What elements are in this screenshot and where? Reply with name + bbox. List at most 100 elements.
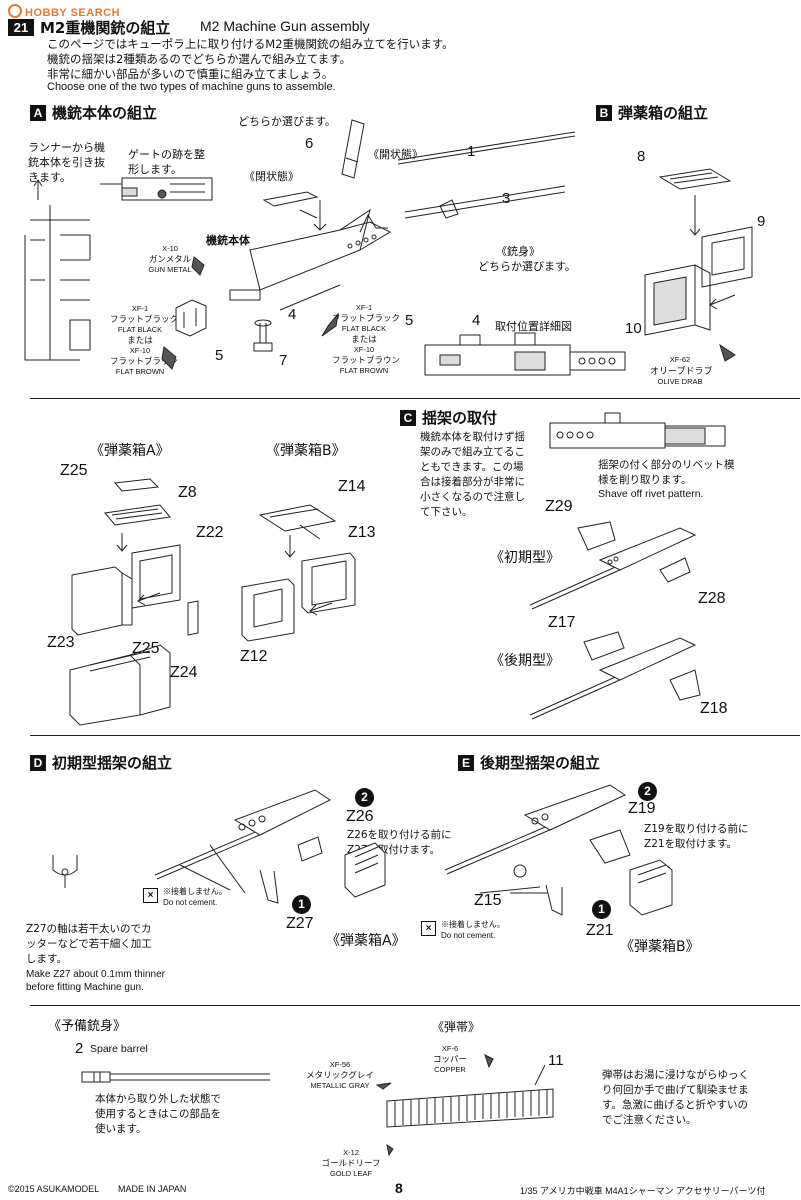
gun-top-view-drawing xyxy=(549,412,726,449)
part-11: 11 xyxy=(548,1052,564,1069)
paint-x10-brush-icon xyxy=(191,256,205,276)
choose-note: どちらか選びます。 xyxy=(238,115,336,128)
part-7-drawing xyxy=(253,319,273,352)
part-z22: Z22 xyxy=(196,524,224,541)
paint-xf1-right-callout: XF-1 フラットブラック FLAT BLACK または XF-10 フラットブ… xyxy=(332,303,401,375)
part-z13: Z13 xyxy=(348,524,376,541)
part-z19: Z19 xyxy=(628,800,656,817)
section-e-letter: E xyxy=(458,754,474,771)
runner-note: ランナーから機銃本体を引き抜きます。 xyxy=(28,141,105,184)
gun-body-label: 機銃本体 xyxy=(206,234,250,247)
paint-x12-callout: X-12 ゴールドリーフ GOLD LEAF xyxy=(321,1148,381,1178)
part-z29: Z29 xyxy=(545,498,573,515)
part-9: 9 xyxy=(757,213,766,230)
part-z15: Z15 xyxy=(474,892,502,909)
section-c-note: 機銃本体を取付けず揺架のみで組み立てることもできます。この場合は接着部分が非常に… xyxy=(420,431,525,518)
part-z25-b: Z25 xyxy=(132,640,160,657)
machine-gun-body-drawing xyxy=(229,131,576,311)
section-e-header: E 後期型揺架の組立 xyxy=(458,752,600,773)
no-cement-en-d: Do not cement. xyxy=(163,898,218,907)
spare-barrel-en: Spare barrel xyxy=(90,1043,148,1055)
section-d-header: D 初期型揺架の組立 xyxy=(30,752,172,773)
divider-3 xyxy=(30,1005,800,1006)
page-number: 8 xyxy=(395,1180,403,1196)
intro-line-2: 機銃の揺架は2種類あるのでどちらか選んで組み立てます。 xyxy=(47,52,352,66)
part-z8: Z8 xyxy=(178,484,197,501)
early-type-label: 《初期型》 xyxy=(490,550,560,566)
section-c-header: C 揺架の取付 xyxy=(400,407,497,428)
section-a-header: A 機銃本体の組立 xyxy=(30,102,157,123)
no-cement-icon-e: × xyxy=(421,921,436,936)
late-cradle-assembly-drawing xyxy=(444,784,673,916)
part-10: 10 xyxy=(625,320,642,337)
part-8: 8 xyxy=(637,148,646,165)
section-a-letter: A xyxy=(30,104,46,121)
section-c-title: 揺架の取付 xyxy=(422,409,498,427)
ammo-box-b-label: 《弾薬箱B》 xyxy=(266,443,346,459)
part-6: 6 xyxy=(305,135,314,152)
section-e-step-2: 2 xyxy=(638,782,657,801)
section-d-title: 初期型揺架の組立 xyxy=(52,754,173,772)
paint-xf62-callout: XF-62 オリーブドラブ OLIVE DRAB xyxy=(650,355,713,386)
section-a-title: 機銃本体の組立 xyxy=(52,104,158,122)
part-6-closed-drawing xyxy=(262,191,319,219)
barrel-choose-note: どちらか選びます。 xyxy=(478,260,576,273)
footer-product: 1/35 アメリカ中戦車 M4A1シャーマン アクセサリーパーツ付 xyxy=(520,1186,766,1196)
footer-made-in: MADE IN JAPAN xyxy=(118,1184,187,1194)
ammo-box-assembly-drawing xyxy=(644,168,753,362)
section-e-step-1: 1 xyxy=(592,900,611,919)
section-b-header: B 弾薬箱の組立 xyxy=(596,102,708,123)
spare-barrel-title: 《予備銃身》 xyxy=(48,1019,127,1034)
logo-icon xyxy=(8,4,22,18)
section-d-step-1: 1 xyxy=(292,895,311,914)
z27-detail-drawing xyxy=(52,855,78,888)
section-d-step-2: 2 xyxy=(355,788,374,807)
spare-barrel-note: 本体から取り外した状態で使用するときはこの部品を使います。 xyxy=(95,1093,221,1135)
rivet-note-jp: 揺架の付く部分のリベット模様を削り取ります。 xyxy=(598,459,735,486)
paint-xf6-callout: XF-6 コッパー COPPER xyxy=(432,1044,467,1074)
section-b-letter: B xyxy=(596,104,612,121)
spare-barrel-drawing xyxy=(81,1071,270,1083)
no-cement-jp-e: ※接着しません。 xyxy=(441,920,505,929)
part-z27: Z27 xyxy=(286,915,314,932)
z27-note-en: Make Z27 about 0.1mm thinner before fitt… xyxy=(26,969,165,993)
ammo-box-a-label: 《弾薬箱A》 xyxy=(90,443,170,459)
barrel-label: 《銃身》 xyxy=(496,245,540,258)
ammo-box-a-drawing xyxy=(69,478,199,726)
ammo-belt-drawing xyxy=(375,1054,554,1157)
part-5-detail: 5 xyxy=(405,312,414,329)
section-e-title: 後期型揺架の組立 xyxy=(480,754,601,772)
part-4: 4 xyxy=(288,306,297,323)
detail-label: 取付位置詳細図 xyxy=(495,320,572,333)
divider-2 xyxy=(30,735,800,736)
ammo-box-b-drawing xyxy=(241,504,356,642)
gate-detail-drawing xyxy=(100,177,213,201)
paint-xf56-callout: XF-56 メタリックグレイ METALLIC GRAY xyxy=(306,1060,374,1090)
section-d-box-label: 《弾薬箱A》 xyxy=(326,933,406,949)
intro-en: Choose one of the two types of machine g… xyxy=(47,81,336,93)
rivet-note-en: Shave off rivet pattern. xyxy=(598,488,704,500)
part-z12: Z12 xyxy=(240,648,268,665)
belt-note: 弾帯はお湯に浸けながらゆっくり何回か手で曲げて馴染ませます。急激に曲げると折やす… xyxy=(602,1069,749,1126)
part-4-detail: 4 xyxy=(472,312,481,329)
hobby-search-logo: HOBBY SEARCH xyxy=(8,4,120,19)
runner-drawing xyxy=(24,179,91,361)
step-number: 21 xyxy=(8,19,34,36)
late-cradle-drawing xyxy=(529,631,701,720)
z27-note-jp: Z27の軸は若干太いのでカッターなどで若干細く加工します。 xyxy=(26,923,152,965)
part-6-open-drawing xyxy=(341,119,365,179)
early-cradle-assembly-drawing xyxy=(154,789,386,904)
belt-title: 《弾帯》 xyxy=(432,1020,481,1034)
part-5: 5 xyxy=(215,347,224,364)
section-b-title: 弾薬箱の組立 xyxy=(618,104,709,122)
page-title-jp: M2重機関銃の組立 xyxy=(40,19,171,37)
part-z28: Z28 xyxy=(698,590,726,607)
mounting-detail-drawing xyxy=(424,332,626,376)
paint-xf1-left-callout: XF-1 フラットブラック FLAT BLACK または XF-10 フラットブ… xyxy=(110,304,179,376)
part-z14: Z14 xyxy=(338,478,366,495)
paint-x10-callout: X-10 ガンメタル GUN METAL xyxy=(148,244,192,274)
section-c-letter: C xyxy=(400,409,416,426)
part-z21: Z21 xyxy=(586,922,614,939)
page-title-en: M2 Machine Gun assembly xyxy=(200,18,370,34)
no-cement-en-e: Do not cement. xyxy=(441,931,496,940)
